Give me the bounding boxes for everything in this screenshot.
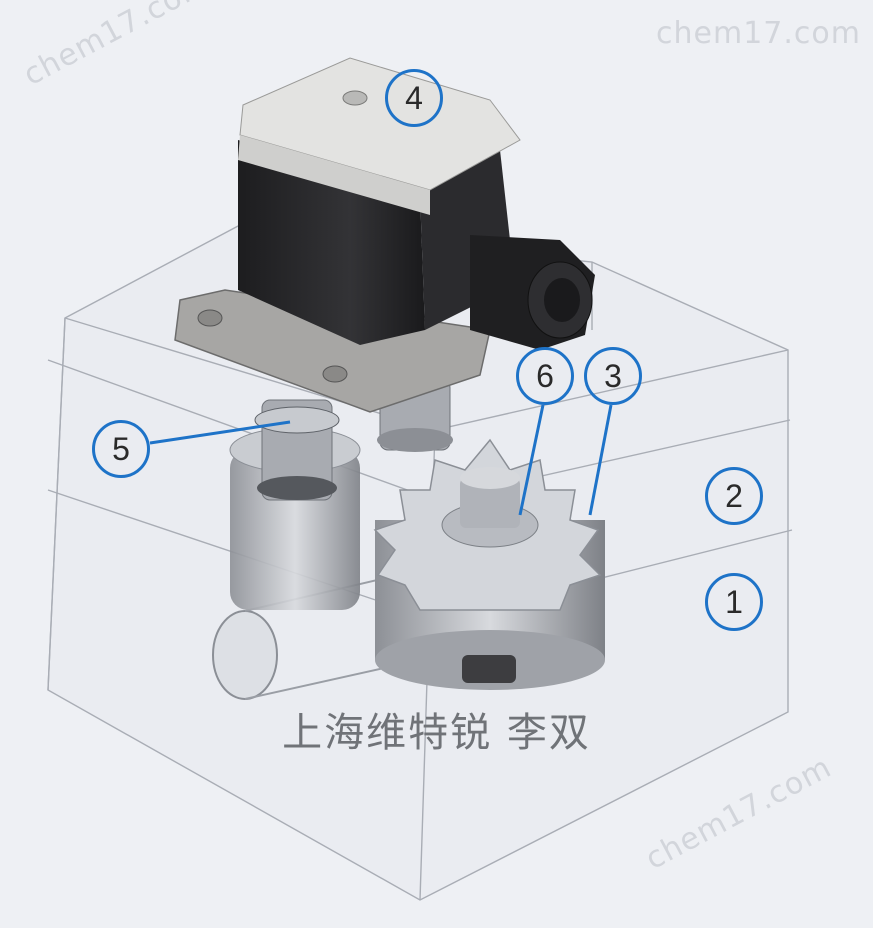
watermark-top-right: chem17.com: [656, 16, 861, 51]
callout-4: 4: [385, 69, 443, 127]
callout-6: 6: [516, 347, 574, 405]
callout-1: 1: [705, 573, 763, 631]
front-gear: [373, 438, 605, 690]
caption-text: 上海维特锐 李双: [282, 710, 591, 756]
callout-5: 5: [92, 420, 150, 478]
callout-3: 3: [584, 347, 642, 405]
cable-gland: [470, 235, 595, 350]
leader-5: [149, 420, 291, 445]
leader-3: [588, 404, 613, 516]
connector-body: [238, 57, 595, 350]
callout-2: 2: [705, 467, 763, 525]
leader-lines: [149, 404, 613, 516]
leader-6: [518, 404, 545, 516]
